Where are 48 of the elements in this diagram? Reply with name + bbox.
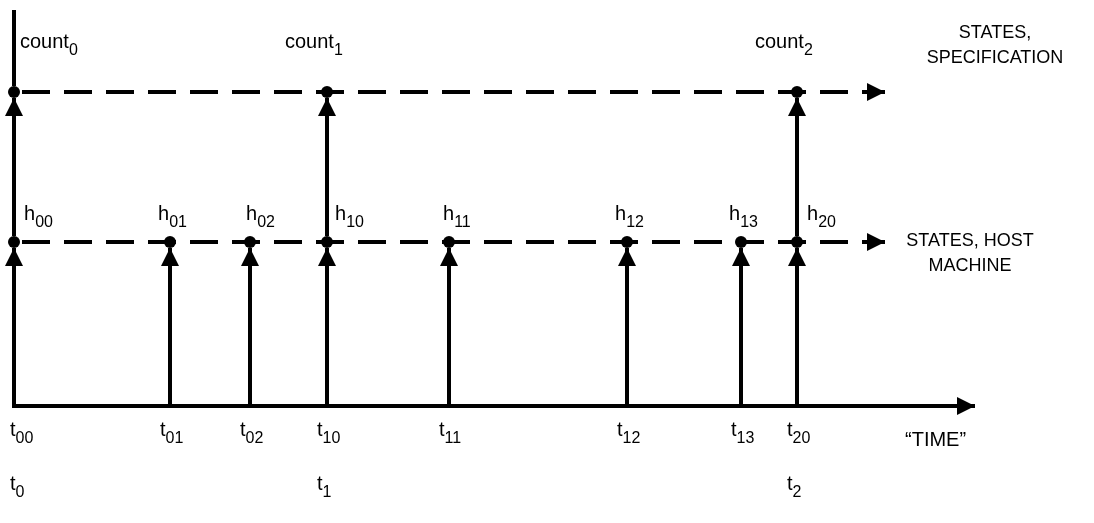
state-dot [244,236,256,248]
state-dot [791,236,803,248]
state-label: h$_{10}$ [335,202,364,231]
time-label: t$_{1}$ [317,472,332,501]
time-label: t$_{0}$ [10,472,25,501]
state-label: h$_{11}$ [443,202,471,231]
time-label: t$_{01}$ [160,418,184,447]
time-label: “TIME” [905,428,967,450]
arrow [318,248,336,404]
time-label: t$_{20}$ [787,418,811,447]
state-dot [621,236,633,248]
state-label: h$_{01}$ [158,202,187,231]
axis-label: STATES, SPECIFICATION [925,21,1065,70]
state-label: h$_{02}$ [246,202,275,231]
state-label: h$_{13}$ [729,202,758,231]
state-dot [164,236,176,248]
arrow [5,98,23,236]
arrow [732,248,750,404]
arrow [440,248,458,404]
state-label: h$_{12}$ [615,202,644,231]
state-dot [735,236,747,248]
arrow [241,248,259,404]
state-label: h$_{20}$ [807,202,836,231]
state-dot [443,236,455,248]
time-axis [12,397,975,415]
arrow [318,98,336,236]
time-label: t$_{13}$ [731,418,755,447]
state-dot [321,236,333,248]
state-label: count$_{2}$ [755,30,813,59]
arrow [161,248,179,404]
time-label: t$_{00}$ [10,418,34,447]
arrow [618,248,636,404]
time-label: t$_{02}$ [240,418,264,447]
state-dot [8,236,20,248]
time-label: t$_{12}$ [617,418,641,447]
time-label: t$_{10}$ [317,418,341,447]
state-dot [791,86,803,98]
time-label: t$_{2}$ [787,472,802,501]
state-dot [321,86,333,98]
time-label: t$_{11}$ [439,418,462,447]
state-label: count$_{1}$ [285,30,343,59]
state-label: count$_{0}$ [20,30,78,59]
arrow [788,98,806,236]
state-dot [8,86,20,98]
state-label: h$_{00}$ [24,202,53,231]
arrow [788,248,806,404]
arrow [5,248,23,404]
axis-label: STATES, HOST MACHINE [905,229,1035,278]
